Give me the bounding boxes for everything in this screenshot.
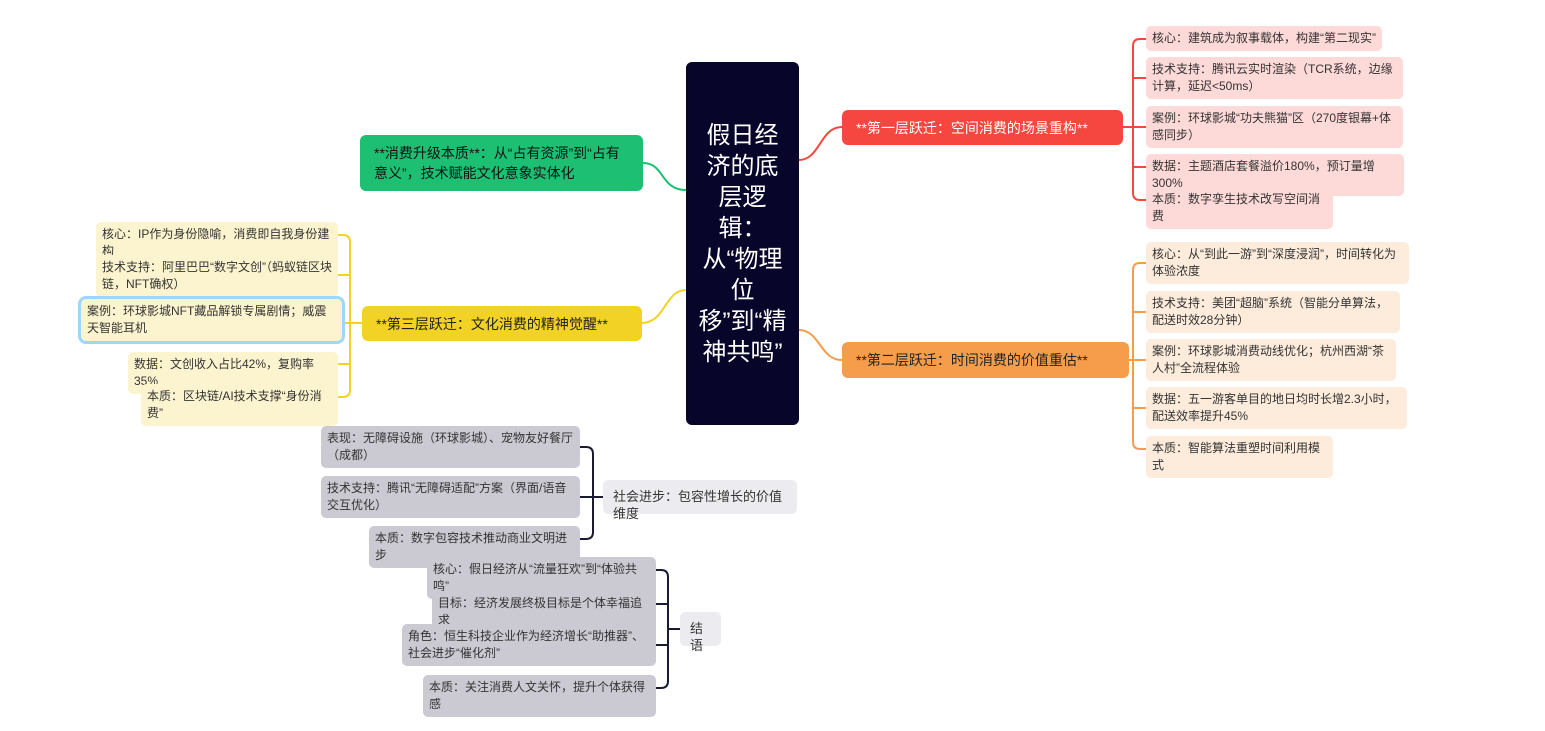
conclusion-item[interactable]: 角色：恒生科技企业作为经济增长“助推器”、社会进步“催化剂”: [402, 624, 656, 666]
connector-central-layer1: [798, 126, 843, 161]
connector-conclusion-items: [656, 569, 680, 689]
layer3-item[interactable]: 本质：区块链/AI技术支撑“身份消费”: [141, 384, 338, 426]
connector-layer3-items: [338, 234, 362, 398]
connector-central-layer3: [641, 289, 687, 324]
layer2-item[interactable]: 本质：智能算法重塑时间利用模式: [1146, 436, 1333, 478]
central-topic-label: 假日经济的底层逻辑：从“物理位移”到“精神共鸣”: [698, 121, 787, 366]
essence-label: **消费升级本质**：从“占有资源”到“占有意义”，技术赋能文化意象实体化: [374, 145, 620, 181]
social-node[interactable]: 社会进步：包容性增长的价值维度: [603, 480, 797, 521]
layer1-item[interactable]: 核心：建筑成为叙事载体，构建“第二现实”: [1146, 26, 1382, 51]
conclusion-node[interactable]: 结语: [680, 612, 721, 653]
essence-node[interactable]: **消费升级本质**：从“占有资源”到“占有意义”，技术赋能文化意象实体化: [360, 135, 643, 191]
layer2-item[interactable]: 数据：五一游客单目的地日均时长增2.3小时，配送效率提升45%: [1146, 387, 1407, 429]
layer1-node[interactable]: **第一层跃迁：空间消费的场景重构**: [842, 110, 1123, 145]
connector-layer1-items: [1123, 38, 1146, 201]
layer3-item[interactable]: 技术支持：阿里巴巴“数字文创”（蚂蚁链区块链，NFT确权）: [96, 255, 338, 297]
layer1-label: **第一层跃迁：空间消费的场景重构**: [856, 119, 1088, 136]
connector-layer2-items: [1129, 262, 1146, 450]
conclusion-label: 结语: [690, 621, 704, 653]
conclusion-item[interactable]: 本质：关注消费人文关怀，提升个体获得感: [423, 675, 656, 717]
layer3-item-selected[interactable]: 案例：环球影城NFT藏品解锁专属剧情；威震天智能耳机: [78, 296, 345, 344]
connector-central-essence: [642, 162, 687, 191]
layer1-item[interactable]: 数据：主题酒店套餐溢价180%，预订量增300%: [1146, 154, 1404, 196]
social-item[interactable]: 技术支持：腾讯“无障碍适配”方案（界面/语音交互优化）: [321, 476, 580, 518]
layer1-item[interactable]: 本质：数字孪生技术改写空间消费: [1146, 187, 1333, 229]
connector-social-items: [580, 446, 603, 540]
layer3-label: **第三层跃迁：文化消费的精神觉醒**: [376, 315, 608, 332]
layer2-node[interactable]: **第二层跃迁：时间消费的价值重估**: [842, 342, 1129, 378]
social-item[interactable]: 表现：无障碍设施（环球影城）、宠物友好餐厅（成都）: [321, 426, 580, 468]
layer2-item[interactable]: 技术支持：美团“超脑”系统（智能分单算法，配送时效28分钟）: [1146, 291, 1400, 333]
social-label: 社会进步：包容性增长的价值维度: [613, 489, 783, 521]
connector-central-layer2: [798, 329, 843, 361]
central-topic[interactable]: 假日经济的底层逻辑：从“物理位移”到“精神共鸣”: [686, 62, 799, 425]
layer2-item[interactable]: 案例：环球影城消费动线优化；杭州西湖“茶人村”全流程体验: [1146, 339, 1396, 381]
layer1-item[interactable]: 技术支持：腾讯云实时渲染（TCR系统，边缘计算，延迟<50ms）: [1146, 57, 1403, 99]
layer3-node[interactable]: **第三层跃迁：文化消费的精神觉醒**: [362, 306, 642, 341]
layer1-item[interactable]: 案例：环球影城“功夫熊猫”区（270度银幕+体感同步）: [1146, 106, 1403, 148]
layer2-item[interactable]: 核心：从“到此一游”到“深度浸润”，时间转化为体验浓度: [1146, 242, 1409, 284]
layer2-label: **第二层跃迁：时间消费的价值重估**: [856, 352, 1088, 368]
